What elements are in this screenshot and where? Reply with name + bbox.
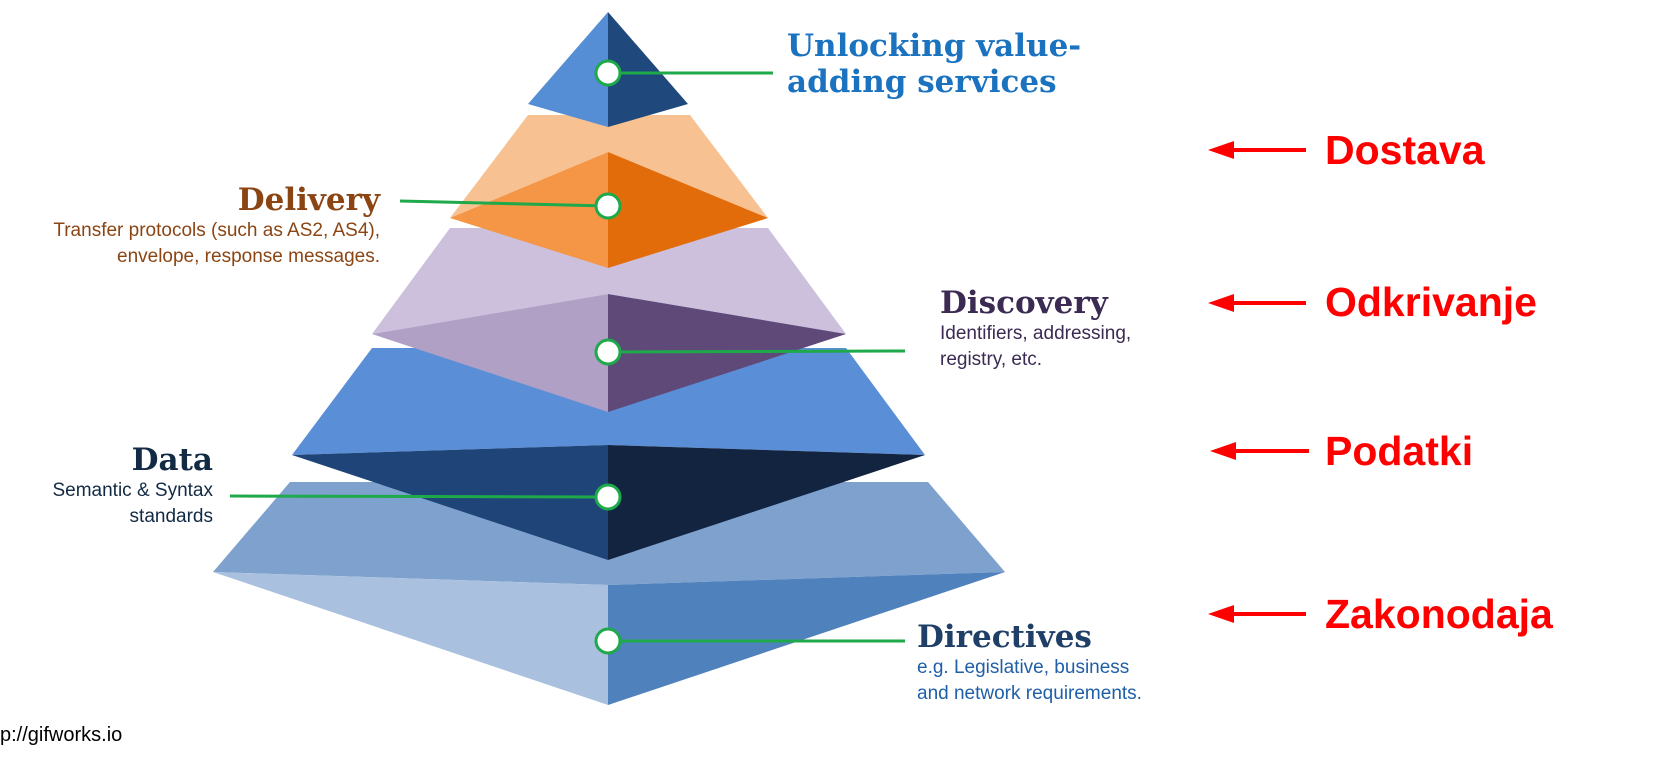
arrow-left-icon (1208, 141, 1306, 159)
layer-title-directives: Directives (917, 619, 1092, 655)
connector-dot-data (594, 483, 622, 511)
connector-discovery (607, 349, 906, 354)
annotation-label-dostava: Dostava (1325, 127, 1485, 173)
layer-label-data: Data Semantic & Syntax standards (52, 442, 213, 530)
layer-desc-discovery-line1: Identifiers, addressing, (940, 323, 1132, 344)
layer-label-directives: Directives e.g. Legislative, business an… (917, 619, 1142, 707)
arrow-left-icon (1208, 294, 1306, 312)
layer-title-unlocking-line1: Unlocking value- (787, 28, 1082, 64)
annotation-label-odkrivanje: Odkrivanje (1325, 279, 1537, 325)
layer-desc-delivery-line2: envelope, response messages. (117, 246, 380, 267)
connector-dot-unlocking (594, 59, 622, 87)
pyramid-layer-unlocking (528, 12, 688, 127)
layer-title-unlocking: Unlocking value- adding services (787, 28, 1081, 100)
layer-title-delivery: Delivery (237, 182, 380, 218)
layer-title-discovery: Discovery (940, 285, 1108, 321)
layer-desc-delivery-line1: Transfer protocols (such as AS2, AS4), (53, 220, 380, 241)
connector-delivery (399, 199, 609, 208)
layer-title-unlocking-line2: adding services (787, 64, 1057, 100)
layer-label-discovery: Discovery Identifiers, addressing, regis… (940, 285, 1131, 373)
connector-data (229, 494, 609, 499)
connector-dot-discovery (594, 338, 622, 366)
arrow-left-icon (1208, 605, 1306, 623)
annotation-label-podatki: Podatki (1325, 428, 1474, 474)
layer-desc-discovery-line2: registry, etc. (940, 349, 1043, 370)
layer-desc-data-line2: standards (129, 506, 213, 527)
source-credit: p://gifworks.io (0, 724, 123, 746)
layer-title-data: Data (131, 442, 213, 478)
connector-dot-delivery (594, 192, 622, 220)
layer-label-delivery: Delivery Transfer protocols (such as AS2… (53, 182, 380, 270)
annotation-label-zakonodaja: Zakonodaja (1325, 591, 1553, 637)
pyramid-layer-delivery (450, 115, 768, 268)
layer-desc-data-line1: Semantic & Syntax (52, 480, 213, 501)
arrow-left-icon (1210, 442, 1309, 460)
layer-desc-directives-line2: and network requirements. (917, 683, 1142, 704)
connector-dot-directives (594, 627, 622, 655)
layer-desc-directives-line1: e.g. Legislative, business (917, 657, 1130, 678)
